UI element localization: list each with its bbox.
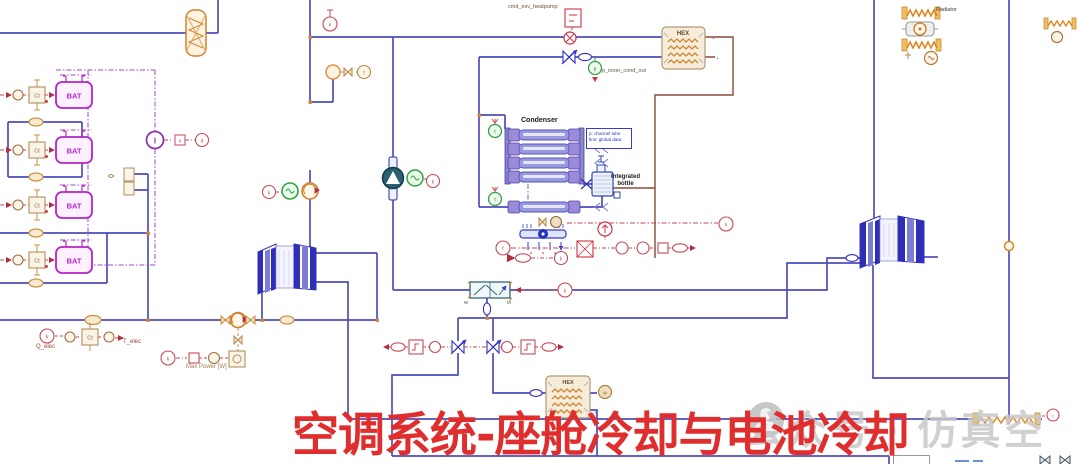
- current-source[interactable]: [145, 130, 165, 150]
- thermal-capacity-glyph: Ct: [34, 204, 40, 210]
- condenser[interactable]: [504, 127, 609, 214]
- sensor-glyph: k: [432, 180, 435, 186]
- four-way-valve[interactable]: W M: [464, 282, 513, 316]
- thermal-capacity-glyph: Ct: [34, 94, 40, 100]
- exv-signal-chain[interactable]: [383, 339, 564, 355]
- pressure-sensor[interactable]: p: [587, 57, 603, 82]
- expansion-valve-cabin[interactable]: [450, 339, 467, 355]
- cutoff-block: [893, 455, 930, 464]
- sensor-glyph: d: [201, 139, 204, 145]
- expansion-tank[interactable]: t: [325, 64, 372, 80]
- battery-label: BAT: [67, 202, 82, 211]
- label-integrated-bottle: Integrated bottle: [611, 174, 640, 188]
- hex-inner-heat-exchanger[interactable]: HEX + +: [661, 26, 719, 70]
- label-max-power: Max Power [W]: [186, 364, 227, 370]
- sensor-glyph: T: [494, 198, 497, 203]
- collector-block[interactable]: [107, 167, 135, 196]
- cabin-blower[interactable]: [519, 224, 567, 250]
- port-mark: +: [712, 36, 715, 42]
- hex-label: HEX: [562, 380, 574, 386]
- battery-label: BAT: [67, 147, 82, 156]
- q-elec-chain[interactable]: k Ct: [39, 323, 124, 351]
- radiator-group[interactable]: [901, 6, 942, 66]
- sensor-glyph: W: [603, 391, 608, 396]
- label-radiator: Radiator: [936, 7, 957, 13]
- thermal-capacity-glyph: Ct: [34, 259, 40, 265]
- label-cmd-exv-heatpump: cmd_exv_heatpump: [508, 4, 558, 10]
- annotation-note-box[interactable]: p: channel tube fins: global data: [586, 128, 632, 149]
- page-title: 空调系统-座舱冷却与电池冷却: [292, 408, 910, 463]
- sensor-glyph: p: [594, 67, 597, 73]
- battery-row[interactable]: Ct BAT: [0, 75, 93, 111]
- max-power-chain[interactable]: k: [160, 350, 228, 366]
- pipe-node[interactable]: [1003, 240, 1015, 252]
- cutoff-components: [955, 454, 1071, 464]
- integrated-bottle[interactable]: [580, 155, 621, 199]
- port-mark: +: [594, 410, 597, 416]
- ptc-heater[interactable]: t: [972, 408, 1060, 426]
- signal-sensor[interactable]: [194, 132, 210, 148]
- temperature-probe[interactable]: k: [322, 9, 338, 32]
- label-t-elec: T_elec: [123, 339, 142, 345]
- battery-chiller[interactable]: [257, 243, 317, 295]
- watermark-text: 公众号 · 仿真空间: [744, 409, 1047, 453]
- accumulator-tank[interactable]: [185, 9, 207, 57]
- four-way-valve-signal[interactable]: k: [515, 282, 573, 298]
- battery-pack-section: Ct BAT Ct BAT Ct: [0, 75, 210, 288]
- label-integrated-line2: bottle: [617, 181, 634, 187]
- aux-heater-top-right[interactable]: [1043, 17, 1077, 44]
- note-line2: fins: global data: [589, 136, 622, 142]
- heatpump-exv-command[interactable]: [563, 8, 582, 45]
- sensor-glyph: k: [167, 357, 170, 363]
- expansion-valve-chiller[interactable]: [485, 339, 502, 355]
- sensor-glyph: k: [329, 23, 332, 29]
- thermal-capacity-glyph: Ct: [87, 336, 93, 342]
- sensor-glyph: k: [268, 191, 271, 197]
- condenser-temp-sensors[interactable]: T T: [487, 118, 503, 207]
- label-q-elec: Q_elec: [36, 344, 56, 350]
- battery-row[interactable]: Ct BAT: [0, 240, 93, 276]
- sensor-glyph: t: [1052, 414, 1054, 419]
- battery-label: BAT: [67, 257, 82, 266]
- hex-label: HEX: [677, 31, 689, 37]
- coolant-pump[interactable]: k: [261, 182, 320, 200]
- thermal-capacity-glyph: Ct: [34, 149, 40, 155]
- expansion-valve-heatpump[interactable]: [561, 49, 593, 65]
- hex-heater-core[interactable]: HEX + W: [529, 375, 613, 419]
- cabin-signal-chain[interactable]: k f k: [495, 216, 734, 266]
- battery-label: BAT: [67, 92, 82, 101]
- sensor-glyph: f: [502, 247, 504, 253]
- sensor-glyph: k: [46, 335, 49, 341]
- gain-glyph: x: [179, 139, 182, 145]
- junction-dots: [146, 35, 489, 322]
- sensor-glyph: t: [363, 71, 365, 77]
- current-glyph: I: [154, 137, 156, 146]
- flow-sensor[interactable]: [597, 384, 613, 400]
- note-line1: p: channel tube: [589, 131, 621, 136]
- sensor-glyph: k: [564, 289, 567, 295]
- cabin-evaporator[interactable]: [845, 215, 925, 269]
- sensor-glyph: T: [494, 130, 497, 135]
- brown-line: [613, 36, 734, 258]
- valve-port-glyph: W: [464, 300, 469, 305]
- battery-pump-assembly[interactable]: [84, 311, 295, 368]
- sensor-glyph: k: [560, 257, 563, 263]
- speed-sensor[interactable]: [425, 173, 441, 189]
- label-p-inner-cond-out: p_inner_cond_out: [602, 68, 647, 74]
- blower-valve[interactable]: [538, 215, 563, 229]
- valve-port-glyph: M: [507, 300, 511, 305]
- port-mark: +: [716, 56, 719, 62]
- battery-row[interactable]: Ct BAT: [0, 130, 93, 166]
- label-condenser: Condenser: [521, 117, 558, 124]
- label-integrated-line1: Integrated: [611, 174, 641, 180]
- watermark-logo-icon: [748, 402, 784, 438]
- sensor-glyph: k: [725, 223, 728, 229]
- compressor[interactable]: k: [381, 156, 441, 201]
- thermal-mass-fittings[interactable]: [28, 117, 44, 288]
- watermark: 公众号 · 仿真空间: [744, 398, 1080, 464]
- battery-row[interactable]: Ct BAT: [0, 185, 93, 221]
